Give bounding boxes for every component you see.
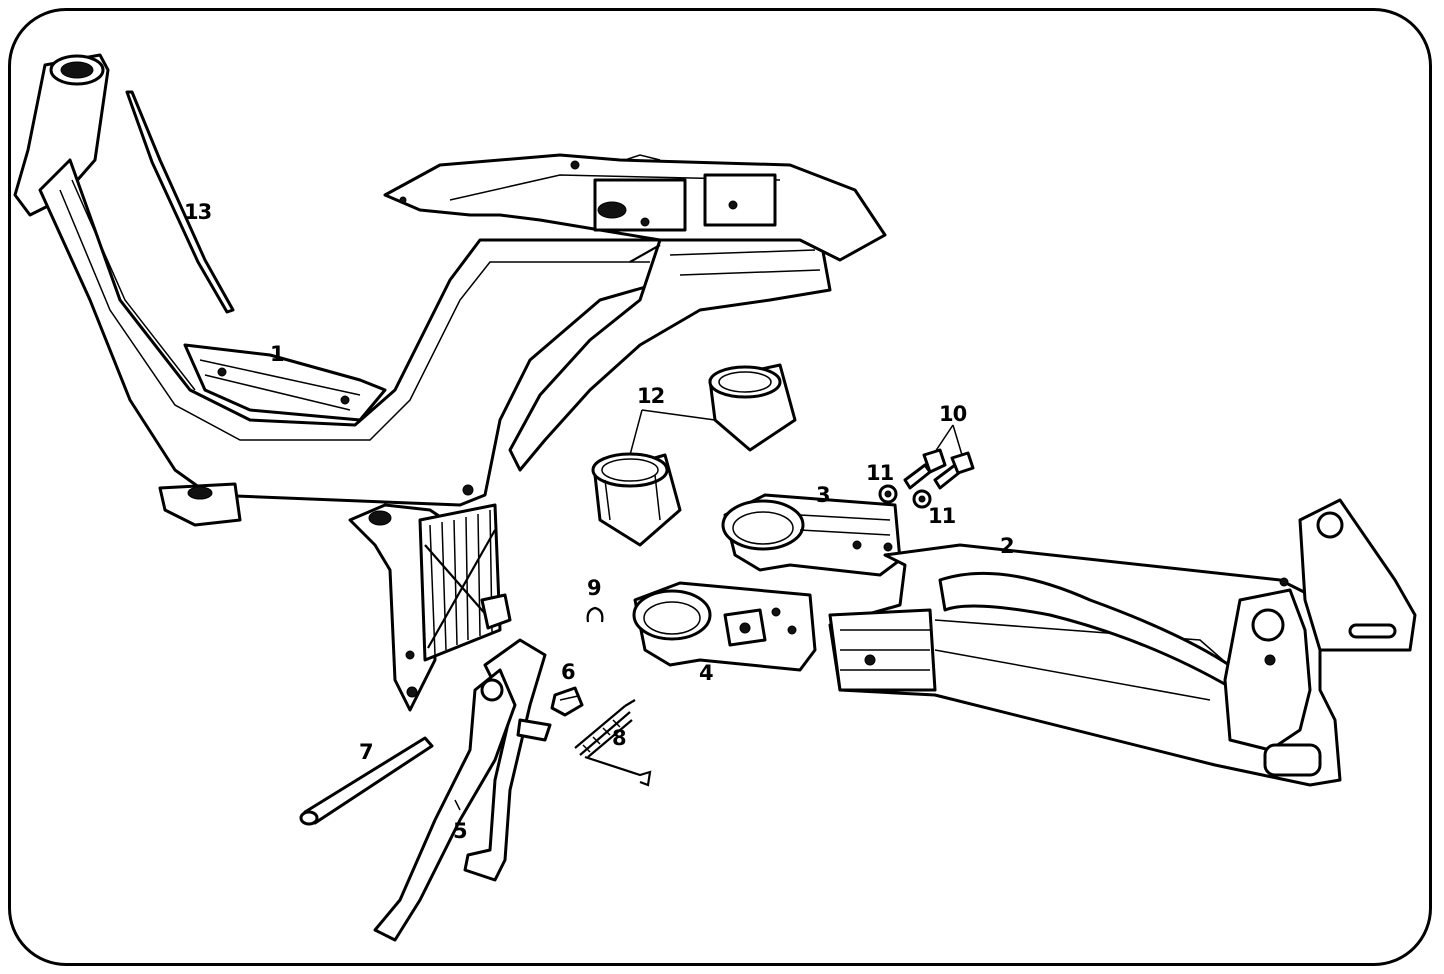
callout-7: 7	[359, 740, 374, 764]
callout-2: 2	[1000, 534, 1015, 558]
kickstand	[373, 638, 552, 942]
callout-1: 1	[270, 342, 285, 366]
callout-11-upper: 11	[866, 461, 894, 485]
stand-pin	[299, 736, 434, 826]
pivot-bracket-lower	[632, 581, 817, 672]
nuts	[878, 484, 932, 509]
swing-arm	[828, 498, 1417, 787]
callout-13: 13	[184, 200, 212, 224]
callout-3: 3	[816, 483, 831, 507]
stand-spring	[574, 699, 652, 787]
circlip	[586, 606, 604, 623]
callout-6: 6	[561, 660, 576, 684]
callout-5: 5	[453, 819, 468, 843]
trim-strip	[125, 90, 235, 314]
callout-10: 10	[939, 402, 967, 426]
bearing-bushes	[591, 363, 797, 547]
callout-9: 9	[587, 576, 602, 600]
callout-8: 8	[612, 726, 627, 750]
diagram-border	[8, 8, 1432, 966]
callout-4: 4	[699, 661, 714, 685]
callout-12: 12	[637, 384, 665, 408]
pivot-bracket-upper	[721, 493, 902, 577]
main-frame	[13, 53, 887, 712]
bolts	[903, 448, 975, 490]
callout-11-lower: 11	[928, 504, 956, 528]
rubber-bumper	[550, 686, 584, 717]
